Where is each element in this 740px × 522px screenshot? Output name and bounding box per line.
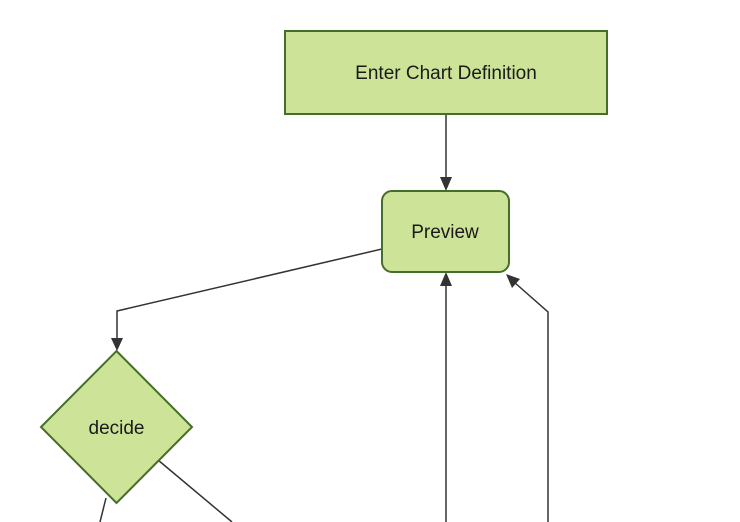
edge-offscreen-right-to-preview	[506, 274, 549, 522]
node-enter-chart-definition-label: Enter Chart Definition	[355, 63, 537, 84]
node-decide: decide	[39, 349, 194, 505]
node-decide-shape	[39, 349, 194, 505]
edge-offscreen-right-to-preview-line	[513, 281, 549, 522]
arrowhead-down-into-preview-top	[440, 177, 452, 191]
edge-offscreen-center-to-preview	[440, 272, 452, 522]
node-preview: Preview	[381, 190, 510, 273]
node-preview-label: Preview	[411, 222, 479, 243]
node-preview-shape	[381, 190, 510, 273]
edge-decide-to-offscreen-right-line	[157, 459, 233, 522]
node-enter-chart-definition: Enter Chart Definition	[284, 30, 608, 115]
edge-preview-to-decide	[111, 248, 383, 351]
arrowhead-up-into-preview-bottom	[440, 272, 452, 286]
edge-enter-to-preview	[440, 114, 452, 191]
node-decide-label: decide	[89, 418, 145, 439]
arrowhead-upleft-into-preview-corner	[506, 274, 520, 288]
arrowhead-down-into-decide-top	[111, 338, 123, 351]
edge-preview-to-decide-line	[116, 248, 383, 346]
node-enter-chart-definition-shape	[284, 30, 608, 115]
edge-decide-to-offscreen-left-line	[99, 497, 107, 522]
